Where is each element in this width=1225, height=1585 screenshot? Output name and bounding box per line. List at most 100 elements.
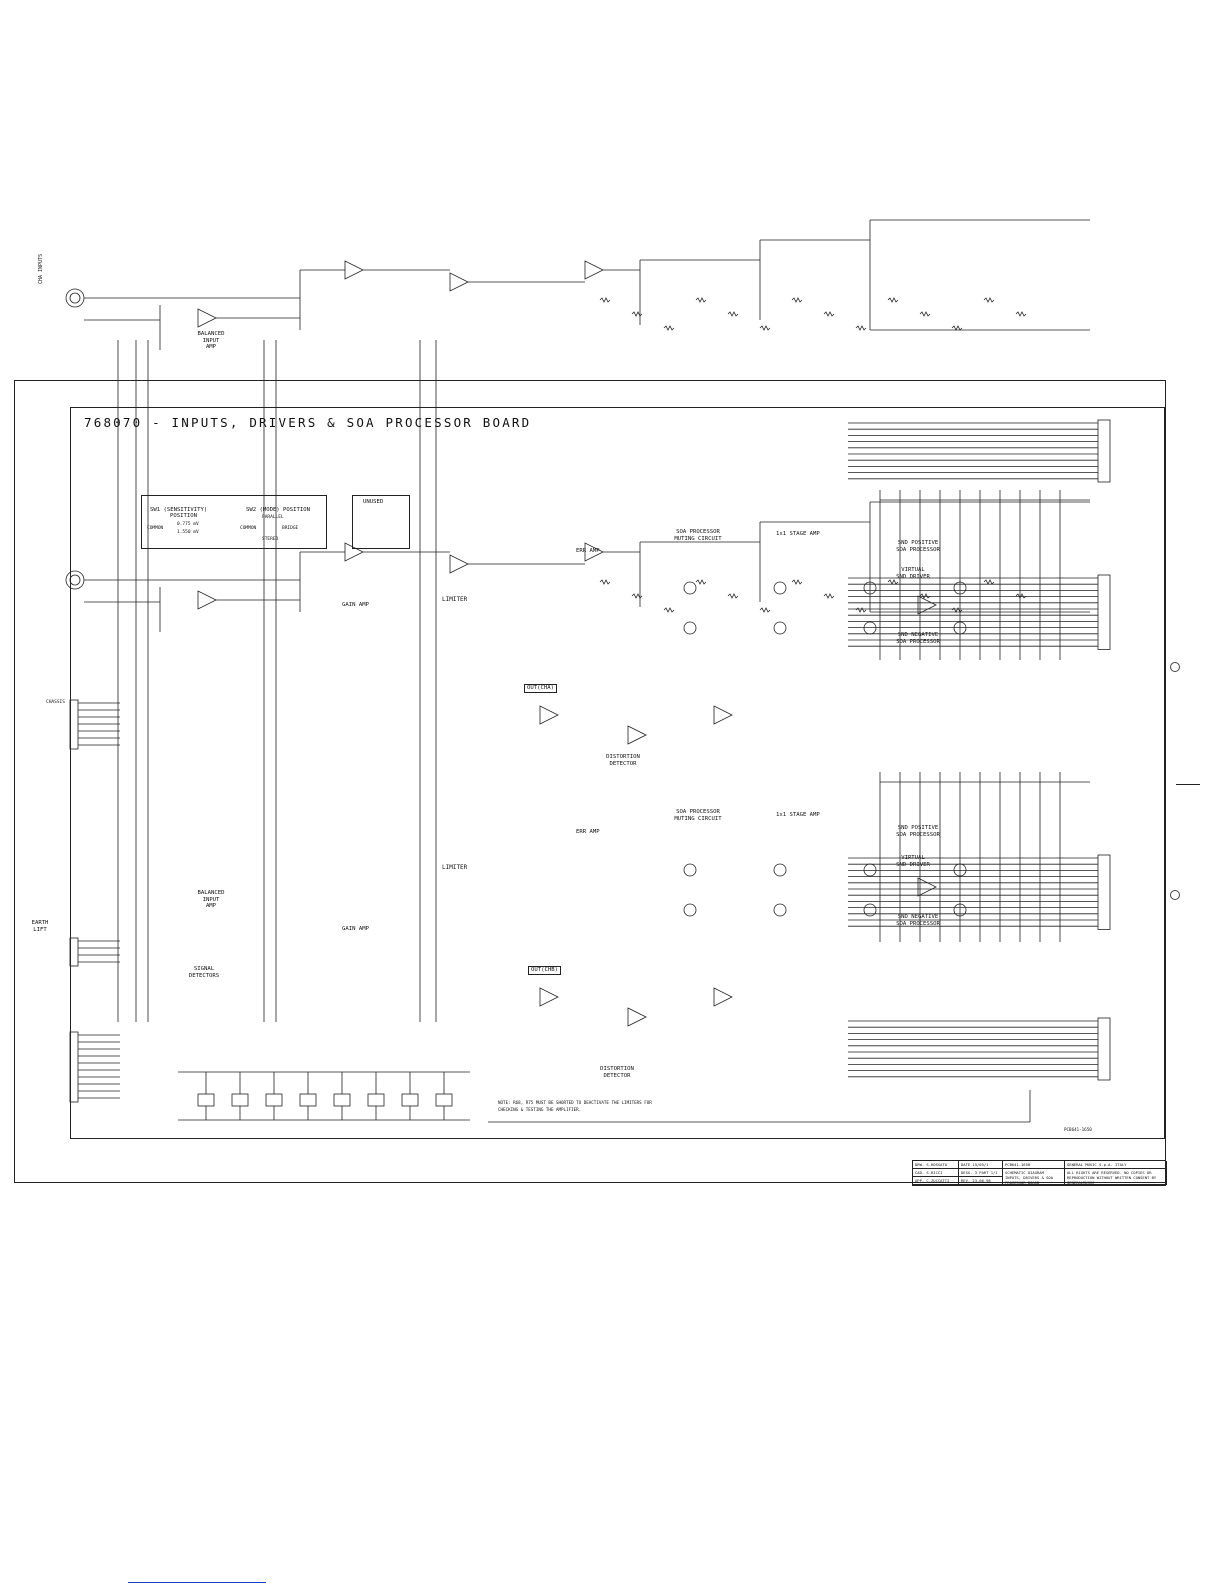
resistor-symbol <box>791 297 803 303</box>
opamp-symbol <box>344 542 364 562</box>
opamp-symbol <box>584 542 604 562</box>
transistor-symbol <box>773 903 787 917</box>
resistor-symbol <box>823 311 835 317</box>
regulator-block <box>231 1093 249 1107</box>
opamp-symbol <box>627 1007 647 1027</box>
resistor-symbol <box>1015 311 1027 317</box>
chassis-label: CHASSIS <box>46 700 65 705</box>
xlr-connector-icon <box>69 574 81 586</box>
sw2-common: COMMON <box>240 526 257 531</box>
edge-connector <box>1097 854 1111 930</box>
soa-muting-a: SOA PROCESSOR MUTING CIRCUIT <box>674 529 722 542</box>
opamp-symbol <box>197 590 217 610</box>
resistor-symbol <box>919 311 931 317</box>
opamp-symbol <box>344 260 364 280</box>
opamp-symbol <box>917 595 937 615</box>
balanced-input-amp-b: BALANCED INPUT AMP <box>197 890 225 909</box>
out-cha-tag: OUT(CHA) <box>524 684 557 693</box>
resistor-symbol <box>663 607 675 613</box>
tb-desc: DESG. 3 PART 1/1 <box>959 1169 1003 1177</box>
resistor-symbol <box>695 297 707 303</box>
opamp-symbol <box>917 877 937 897</box>
regulator-block <box>367 1093 385 1107</box>
title-block: DRW. S.ROSSATO DATE 15/05/1 PCB641-1650 … <box>912 1160 1167 1186</box>
transistor-symbol <box>953 863 967 877</box>
edge-connector <box>1097 419 1111 483</box>
resistor-symbol <box>631 311 643 317</box>
transistor-symbol <box>863 621 877 635</box>
resistor-symbol <box>823 593 835 599</box>
sw2-option-1: PARALLEL <box>262 515 284 520</box>
sw1-option-2: 1.550 mV <box>177 530 199 535</box>
tb-rights: ALL RIGHTS ARE RESERVED. NO COPIES OR RE… <box>1065 1169 1167 1185</box>
resistor-symbol <box>1015 593 1027 599</box>
resistor-symbol <box>791 579 803 585</box>
opamp-symbol <box>449 272 469 292</box>
resistor-symbol <box>599 579 611 585</box>
resistor-symbol <box>951 325 963 331</box>
resistor-symbol <box>695 579 707 585</box>
opamp-symbol <box>197 308 217 328</box>
snd-negative-soa-a: SND NEGATIVE SOA PROCESSOR <box>896 632 940 645</box>
tb-pcb: PCB641-1650 <box>1003 1161 1065 1169</box>
resistor-symbol <box>727 593 739 599</box>
side-tick <box>1176 784 1200 785</box>
err-amp-a: ERR AMP <box>576 548 600 554</box>
drawing-frame <box>70 407 1165 1139</box>
switch-legend-box <box>141 495 327 549</box>
tb-date: DATE 15/05/1 <box>959 1161 1003 1169</box>
resistor-symbol <box>983 579 995 585</box>
sw2-option-2: BRIDGE <box>282 526 299 531</box>
tb-cad: CAD. S.RICCI <box>913 1169 959 1177</box>
transistor-symbol <box>863 903 877 917</box>
resistor-symbol <box>759 325 771 331</box>
out-chb-tag: OUT(CHB) <box>528 966 561 975</box>
resistor-symbol <box>663 325 675 331</box>
sw2-title: SW2 (MODE) POSITION <box>246 507 310 513</box>
drawing-title: 768070 - INPUTS, DRIVERS & SOA PROCESSOR… <box>84 415 532 430</box>
unused-title: UNUSED <box>363 499 384 505</box>
punch-hole-lower <box>1170 890 1180 900</box>
tb-rev: REV. 23-06-98 <box>959 1177 1003 1185</box>
regulator-block <box>401 1093 419 1107</box>
distortion-detector-a: DISTORTION DETECTOR <box>606 754 640 767</box>
punch-hole-upper <box>1170 662 1180 672</box>
transistor-symbol <box>953 621 967 635</box>
limiter-a: LIMITER <box>442 596 468 603</box>
transistor-symbol <box>863 863 877 877</box>
resistor-symbol <box>727 311 739 317</box>
edge-connector <box>69 1031 79 1103</box>
transistor-symbol <box>683 581 697 595</box>
wiring <box>78 219 1098 1123</box>
xlr-connector-icon <box>65 288 85 308</box>
sw1-option-1: 0.775 mV <box>177 522 199 527</box>
snd-negative-soa-b: SND NEGATIVE SOA PROCESSOR <box>896 914 940 927</box>
opamp-symbol <box>584 260 604 280</box>
soa-muting-b: SOA PROCESSOR MUTING CIRCUIT <box>674 809 722 822</box>
transistor-symbol <box>683 863 697 877</box>
edge-connector <box>1097 574 1111 650</box>
opamp-symbol <box>627 725 647 745</box>
opamp-symbol <box>713 705 733 725</box>
regulator-block <box>265 1093 283 1107</box>
sw1-sub: POSITION <box>170 513 197 519</box>
opamp-symbol <box>539 705 559 725</box>
sw1-title: SW1 (SENSITIVITY) <box>150 507 208 513</box>
transistor-symbol <box>953 581 967 595</box>
transistor-symbol <box>953 903 967 917</box>
tb-drawn: DRW. S.ROSSATO <box>913 1161 959 1169</box>
tb-schematic: SCHEMATIC DIAGRAM INPUTS, DRIVERS & SOA … <box>1003 1169 1065 1185</box>
opamp-symbol <box>713 987 733 1007</box>
snd-positive-soa-b: SND POSITIVE SOA PROCESSOR <box>896 825 940 838</box>
regulator-block <box>299 1093 317 1107</box>
regulator-block <box>333 1093 351 1107</box>
unused-legend-box <box>352 495 410 549</box>
err-amp-b: ERR AMP <box>576 829 600 835</box>
tb-appr: APP. C.ZUCCATTI <box>913 1177 959 1185</box>
edge-connector <box>69 699 79 750</box>
resistor-symbol <box>599 297 611 303</box>
limiter-b: LIMITER <box>442 864 468 871</box>
opamp-symbol <box>539 987 559 1007</box>
drawing-number: PCB641-1650 <box>1064 1127 1092 1132</box>
